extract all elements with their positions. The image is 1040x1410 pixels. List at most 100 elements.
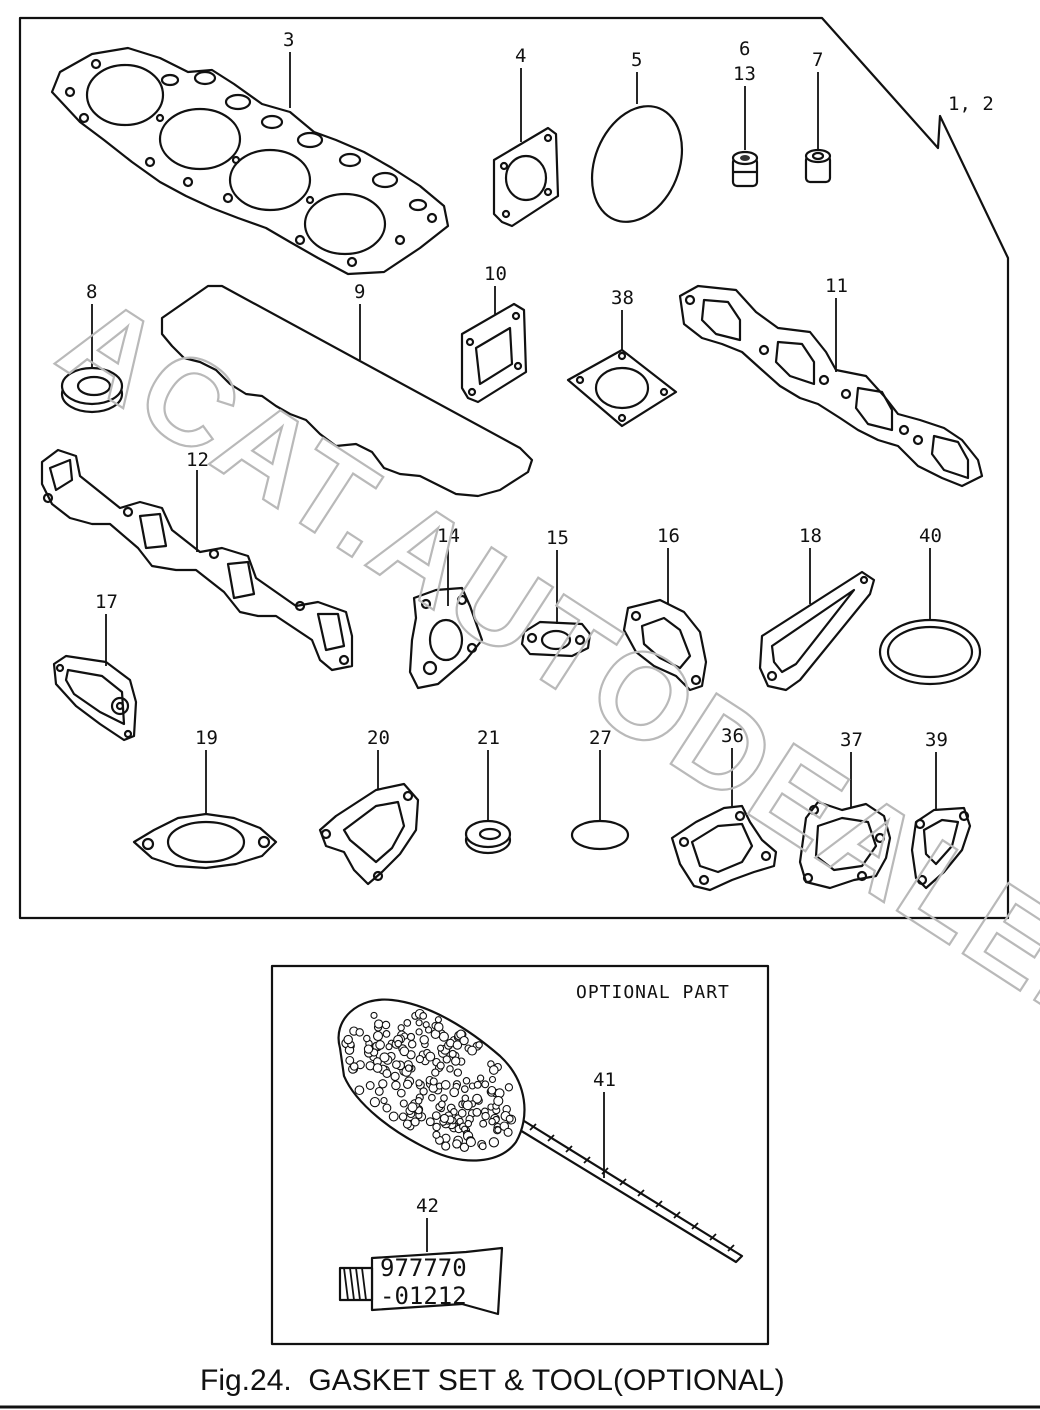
part-14-pump-gasket bbox=[408, 586, 484, 690]
bristle bbox=[363, 1034, 371, 1043]
part-38-diamond-flange bbox=[566, 348, 678, 428]
bristle bbox=[406, 1032, 416, 1041]
bristle bbox=[488, 1065, 499, 1075]
bristle bbox=[431, 1068, 440, 1077]
part-12-intake-gasket bbox=[40, 448, 354, 672]
bristle bbox=[399, 1046, 410, 1057]
bristle bbox=[396, 1088, 406, 1098]
bristle bbox=[504, 1083, 514, 1092]
bristle bbox=[382, 1069, 392, 1078]
bristle bbox=[441, 1141, 451, 1151]
label-5: 5 bbox=[631, 49, 642, 71]
part-9-cover-gasket bbox=[160, 284, 534, 498]
bristle bbox=[374, 1019, 384, 1029]
bristle bbox=[343, 1034, 353, 1045]
bristle bbox=[464, 1119, 473, 1128]
bristle bbox=[459, 1035, 469, 1046]
bristle bbox=[379, 1052, 390, 1063]
bristle bbox=[488, 1137, 500, 1148]
bristle bbox=[378, 1079, 388, 1089]
bristle bbox=[432, 1122, 441, 1132]
bristle bbox=[382, 1103, 392, 1113]
bristle bbox=[415, 1079, 423, 1087]
bristle bbox=[434, 1016, 442, 1024]
bristle bbox=[385, 1043, 393, 1051]
bristle bbox=[419, 1035, 429, 1045]
label-3: 3 bbox=[283, 29, 294, 51]
bristle bbox=[475, 1041, 483, 1049]
label-40: 40 bbox=[919, 525, 942, 547]
bristle bbox=[404, 1064, 413, 1072]
brush-bristles bbox=[341, 1008, 517, 1152]
bristle bbox=[432, 1130, 441, 1139]
bristle bbox=[414, 1097, 423, 1105]
part-3-head-gasket bbox=[50, 46, 450, 276]
bristle bbox=[493, 1095, 504, 1106]
label-6: 6 bbox=[739, 38, 750, 60]
bristle bbox=[407, 1102, 418, 1113]
bristle bbox=[429, 1077, 438, 1086]
bristle bbox=[407, 1039, 417, 1049]
bristle bbox=[453, 1068, 463, 1077]
bristle bbox=[403, 1019, 412, 1027]
bristle bbox=[457, 1108, 467, 1118]
bristle bbox=[450, 1108, 458, 1116]
bristle bbox=[380, 1096, 388, 1105]
bristle bbox=[372, 1030, 384, 1042]
bristle bbox=[397, 1024, 405, 1032]
bristle bbox=[481, 1111, 490, 1121]
bristle bbox=[419, 1087, 428, 1096]
bristle bbox=[481, 1080, 490, 1089]
label-42: 42 bbox=[416, 1195, 439, 1217]
bristle bbox=[382, 1030, 391, 1038]
part-36-housing-gasket bbox=[670, 804, 778, 892]
part-42-sealant-tube bbox=[338, 1246, 504, 1316]
bristle bbox=[437, 1044, 445, 1052]
figure-caption: Fig.24. GASKET SET & TOOL(OPTIONAL) bbox=[200, 1364, 785, 1397]
bristle bbox=[438, 1031, 449, 1042]
bristle bbox=[374, 1086, 384, 1096]
bristle bbox=[461, 1094, 470, 1103]
bristle bbox=[410, 1117, 420, 1127]
part-37-gasket bbox=[798, 800, 892, 890]
label-19: 19 bbox=[195, 727, 218, 749]
label-20: 20 bbox=[367, 727, 390, 749]
label-14: 14 bbox=[437, 525, 460, 547]
part-10-square-gasket bbox=[460, 302, 528, 404]
part-40-ring bbox=[878, 618, 982, 686]
bristle bbox=[425, 1051, 436, 1062]
bristle bbox=[363, 1044, 374, 1054]
bristle bbox=[465, 1137, 476, 1148]
bristle bbox=[440, 1094, 448, 1102]
bristle bbox=[452, 1040, 463, 1050]
part-5-o-ring bbox=[590, 105, 684, 223]
bristle bbox=[388, 1111, 399, 1122]
bristle bbox=[349, 1062, 359, 1071]
bristle bbox=[472, 1093, 483, 1104]
bristle bbox=[476, 1074, 485, 1082]
label-38: 38 bbox=[611, 287, 634, 309]
bristle bbox=[452, 1139, 462, 1149]
part-11-manifold-gasket bbox=[678, 284, 984, 488]
label-36: 36 bbox=[721, 725, 744, 747]
part-6-13-valve-seal bbox=[731, 150, 759, 188]
label-41: 41 bbox=[593, 1069, 616, 1091]
bristle bbox=[390, 1071, 400, 1082]
bristle bbox=[381, 1020, 391, 1030]
bristle bbox=[399, 1099, 408, 1108]
bristle bbox=[431, 1111, 441, 1120]
part-16-thermostat-gasket bbox=[622, 598, 708, 692]
bristle bbox=[451, 1056, 461, 1066]
bristle bbox=[402, 1119, 412, 1129]
bristle bbox=[402, 1079, 413, 1089]
label-7: 7 bbox=[812, 49, 823, 71]
optional-part-title: OPTIONAL PART bbox=[576, 982, 730, 1003]
bristle bbox=[434, 1022, 444, 1032]
bristle bbox=[424, 1026, 433, 1034]
part-41-honing-brush bbox=[337, 998, 744, 1264]
bristle bbox=[472, 1107, 482, 1117]
bristle bbox=[448, 1049, 457, 1058]
bristle bbox=[419, 1012, 428, 1020]
bristle bbox=[473, 1080, 482, 1089]
